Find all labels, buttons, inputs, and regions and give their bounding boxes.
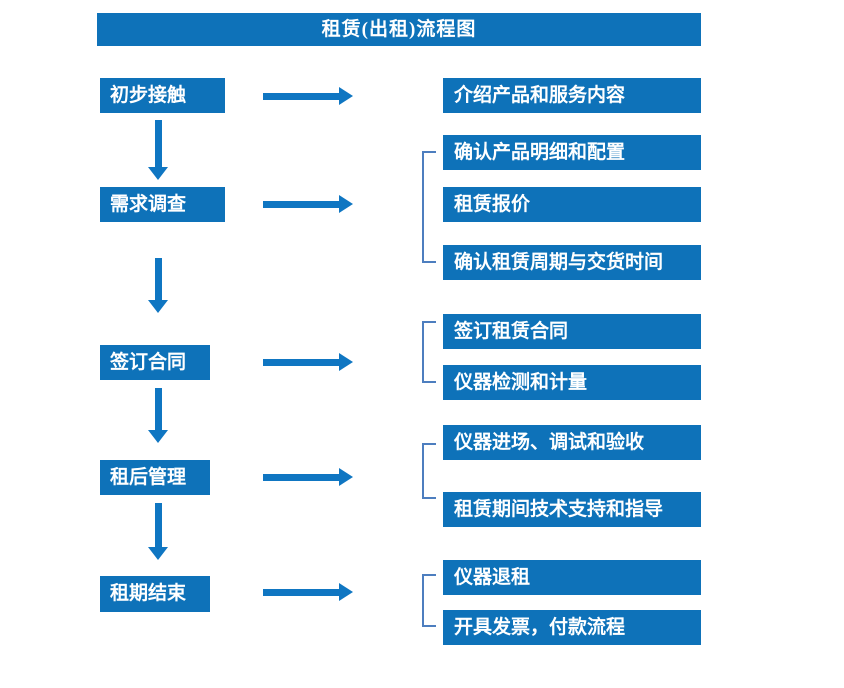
arrow-right-icon [263,87,353,105]
arrow-shaft [263,358,339,366]
detail-box-instrument-arrival: 仪器进场、调试和验收 [443,425,701,460]
arrow-shaft [154,503,162,547]
arrow-right-icon [263,195,353,213]
stage-box-demand-survey: 需求调查 [100,187,225,222]
arrow-head [339,195,353,213]
detail-box-technical-support: 租赁期间技术支持和指导 [443,492,701,527]
group-bracket [422,321,436,383]
arrow-shaft [263,588,339,596]
stage-box-rental-end: 租期结束 [100,576,210,612]
group-bracket [422,151,436,263]
arrow-shaft [263,92,339,100]
detail-box-introduce-products: 介绍产品和服务内容 [443,78,701,113]
arrow-head [339,468,353,486]
arrow-head [148,300,168,313]
arrow-head [339,87,353,105]
arrow-shaft [154,258,162,300]
arrow-down-icon [148,258,168,313]
stage-box-sign-contract: 签订合同 [100,345,210,380]
group-bracket [422,443,436,499]
detail-box-invoice-payment: 开具发票，付款流程 [443,610,701,645]
arrow-down-icon [148,388,168,443]
arrow-shaft [154,120,162,167]
arrow-shaft [263,200,339,208]
stage-box-post-rental-management: 租后管理 [100,460,210,495]
arrow-right-icon [263,353,353,371]
detail-box-confirm-rental-period: 确认租赁周期与交货时间 [443,245,701,280]
arrow-head [339,583,353,601]
arrow-shaft [154,388,162,430]
arrow-head [148,547,168,560]
detail-box-instrument-testing: 仪器检测和计量 [443,365,701,400]
page-title: 租赁(出租)流程图 [97,13,701,46]
arrow-shaft [263,473,339,481]
arrow-head [148,167,168,180]
arrow-right-icon [263,468,353,486]
detail-box-rental-quote: 租赁报价 [443,187,701,222]
detail-box-sign-rental-contract: 签订租赁合同 [443,314,701,349]
group-bracket [422,574,436,627]
arrow-right-icon [263,583,353,601]
arrow-head [339,353,353,371]
detail-box-instrument-return: 仪器退租 [443,560,701,595]
arrow-down-icon [148,120,168,180]
detail-box-confirm-product-details: 确认产品明细和配置 [443,135,701,170]
arrow-head [148,430,168,443]
stage-box-initial-contact: 初步接触 [100,78,225,113]
arrow-down-icon [148,503,168,560]
